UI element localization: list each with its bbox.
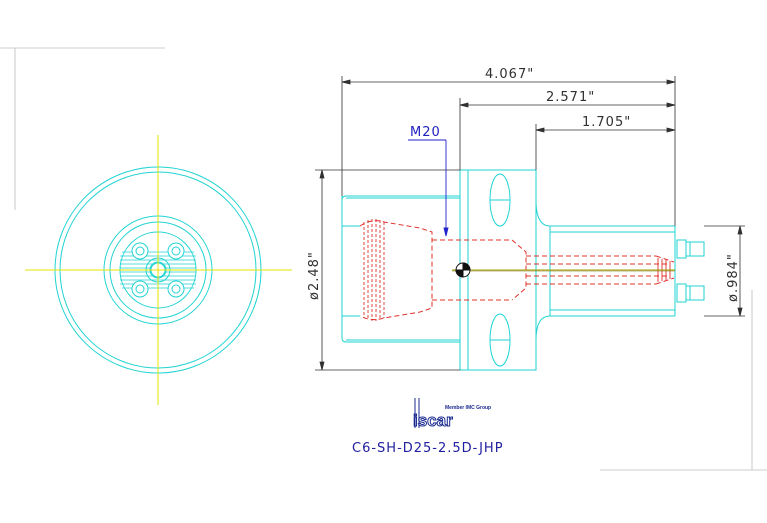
dim-overall-length: 4.067" [485,67,534,82]
brand-member-text: Member IMC Group [445,405,491,411]
end-view-center-lines [25,135,292,405]
dim-mid-length: 2.571" [546,90,595,105]
dimension-lines [315,76,745,371]
sheet-frame [0,47,767,471]
dim-body-diameter: ø2.48" [307,251,322,300]
end-view [25,135,292,405]
dim-shank-length: 1.705" [582,115,631,130]
thread-leader [408,139,449,237]
side-view-hidden-lines [359,220,675,321]
side-view-outline [341,169,705,371]
end-view-screw-holes [131,242,185,298]
dim-shank-diameter: ø.984" [726,253,741,302]
thread-label: M20 [410,125,441,140]
center-marker [455,262,471,278]
part-number: C6-SH-D25-2.5D-JHP [352,441,504,456]
brand-logo-text: iscar [413,411,453,430]
side-view-thread-rings [363,219,671,321]
brand-logo: Member IMC Group iscar [413,398,491,431]
side-view [341,169,705,371]
